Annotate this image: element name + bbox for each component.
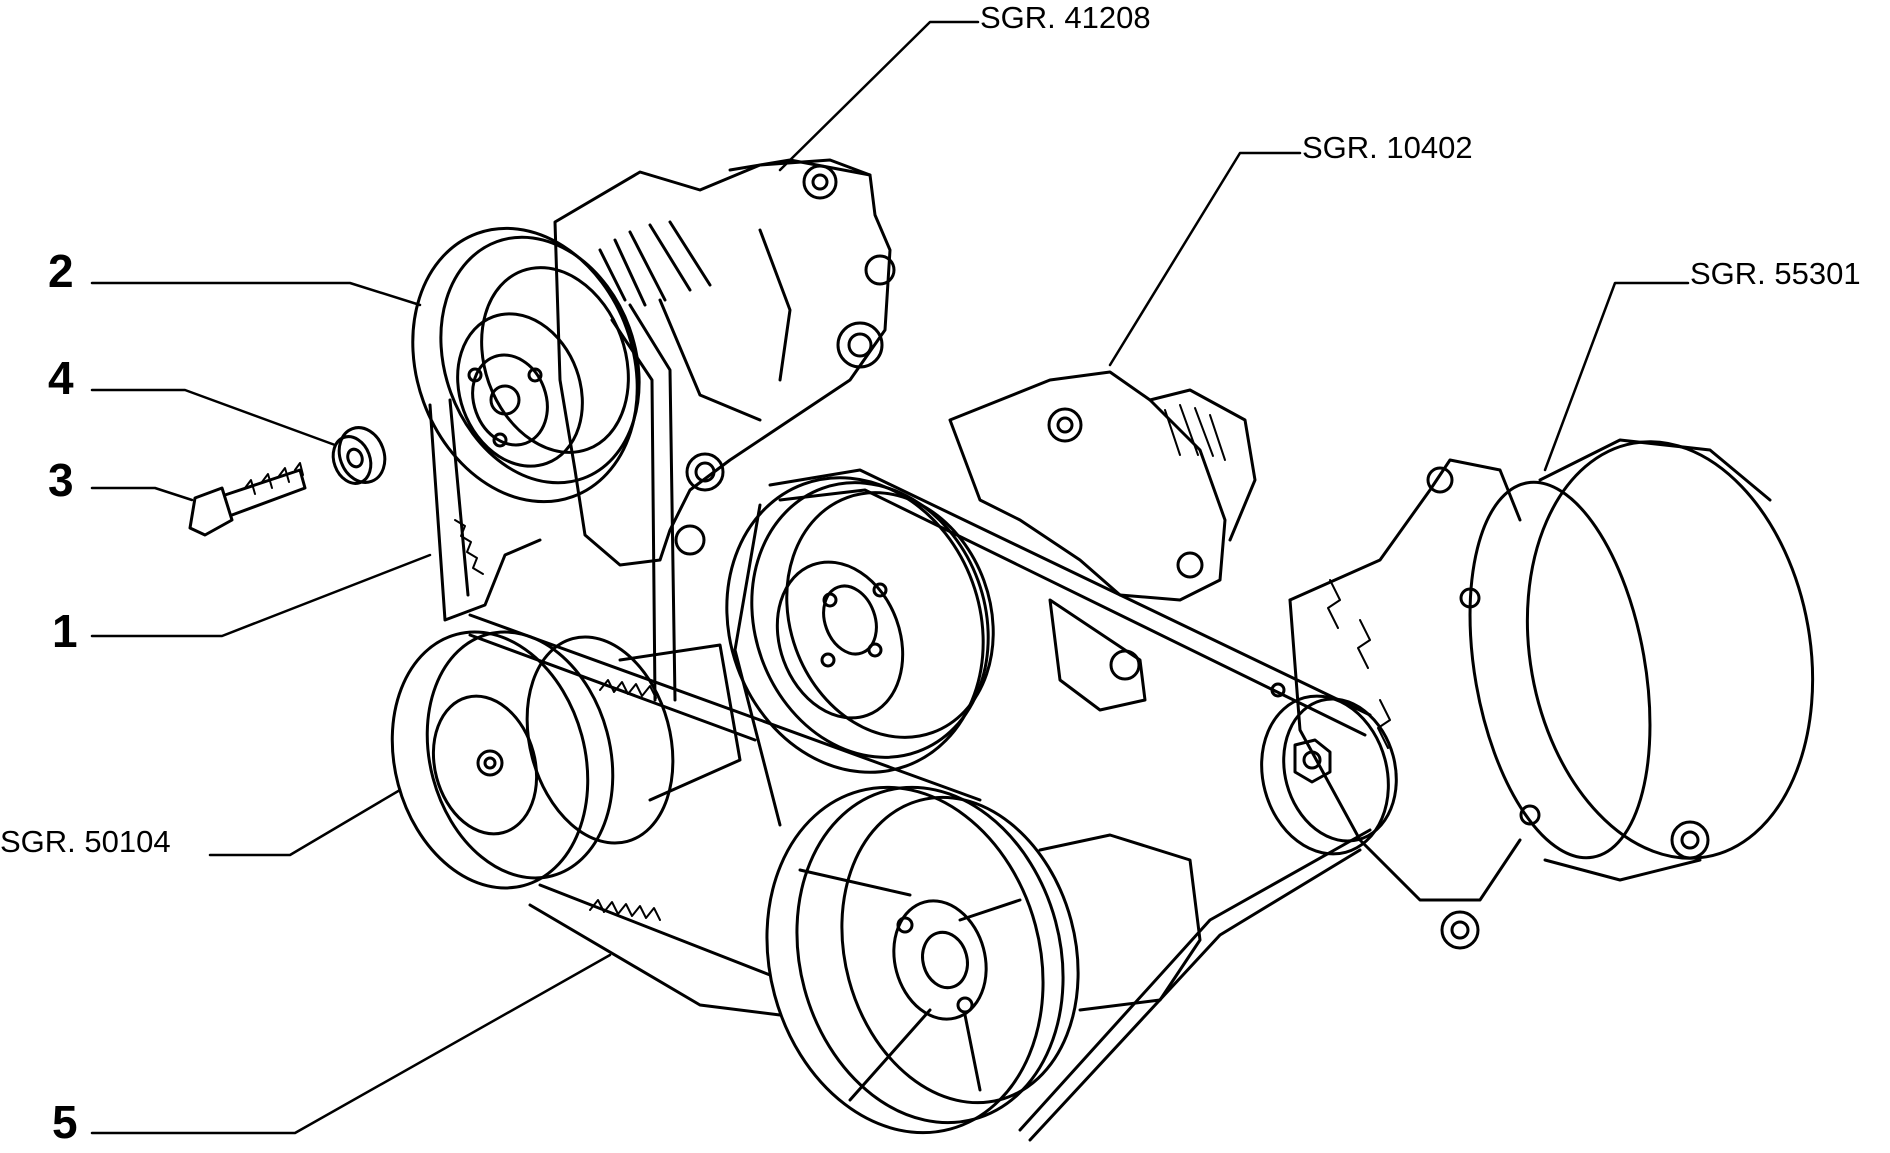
lower-timing-belt-5 [468,613,982,1017]
tensioner-pulley [1260,682,1398,856]
callout-sgr-55301: SGR. 55301 [1690,256,1861,291]
lower-drive-pulley [765,785,1202,1135]
bolt-part-3 [188,462,307,537]
callout-4: 4 [48,352,74,404]
power-steering-pump [553,158,896,567]
callout-sgr-41208: SGR. 41208 [980,0,1151,35]
timing-belt-1 [428,303,677,702]
callout-3: 3 [48,454,74,506]
callout-sgr-10402: SGR. 10402 [1302,130,1473,165]
leader-sgr-10402 [1108,151,1302,367]
callout-sgr-50104: SGR. 50104 [0,824,171,859]
callout-5: 5 [52,1096,78,1148]
leader-4 [90,388,337,447]
leader-5 [90,953,612,1135]
callout-1: 1 [52,605,78,657]
nut-part-4 [331,426,387,485]
upper-pulley [411,226,641,504]
water-pump [948,370,1257,712]
leader-sgr-50104 [208,788,402,857]
leader-1 [90,553,432,638]
callout-2: 2 [48,245,74,297]
alternator [1288,438,1815,950]
lower-left-pulley [390,630,742,890]
auxiliary-belt [733,468,1372,1142]
leader-2 [90,281,422,307]
middle-pulley [725,476,995,774]
leader-3 [90,486,194,502]
leader-sgr-55301 [1543,281,1690,472]
leader-lines [90,20,1690,1135]
leader-sgr-41208 [778,20,980,172]
